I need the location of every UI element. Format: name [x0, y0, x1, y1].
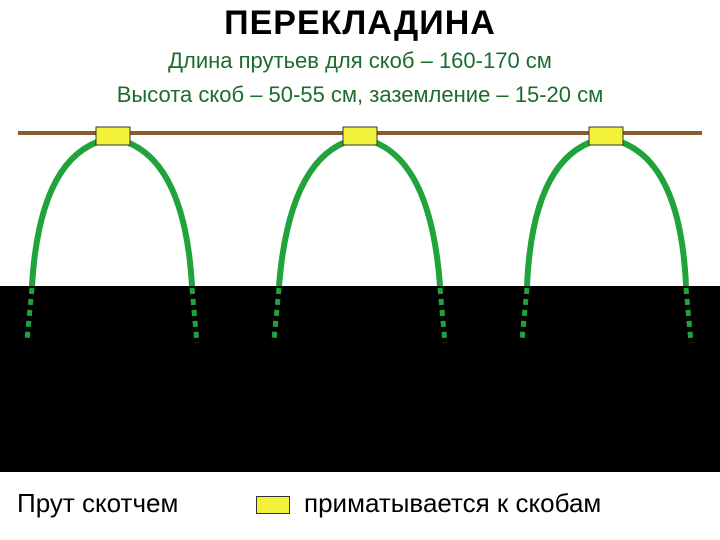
- arch-2-tape: [342, 126, 378, 146]
- arch-1-above-ground: [29, 134, 195, 287]
- tape-swatch-icon: [256, 496, 290, 514]
- arch-2-above-ground: [276, 134, 443, 287]
- arch-3-left-leg-underground: [519, 287, 530, 341]
- title: ПЕРЕКЛАДИНА: [224, 4, 496, 42]
- arch-3-above-ground: [524, 134, 689, 287]
- arch-3-right-leg-underground: [683, 287, 694, 344]
- arch-2-left-leg-underground: [271, 287, 282, 341]
- arch-2: [271, 126, 448, 344]
- legend-left-text: Прут скотчем: [17, 488, 179, 518]
- arch-1-right-leg-underground: [189, 287, 200, 344]
- rod-length-note: Длина прутьев для скоб – 160-170 см: [168, 48, 552, 73]
- arch-2-right-leg-underground: [437, 287, 448, 344]
- soil: [0, 286, 720, 472]
- arch-1-left-leg-underground: [24, 287, 35, 341]
- arch-1-tape: [95, 126, 131, 146]
- arch-3-tape: [588, 126, 624, 146]
- arch-3: [519, 126, 694, 344]
- arch-1: [24, 126, 200, 344]
- legend: Прут скотчем приматывается к скобам: [0, 484, 720, 524]
- legend-right-text: приматывается к скобам: [304, 488, 602, 518]
- arch-height-note: Высота скоб – 50-55 см, заземление – 15-…: [116, 82, 604, 107]
